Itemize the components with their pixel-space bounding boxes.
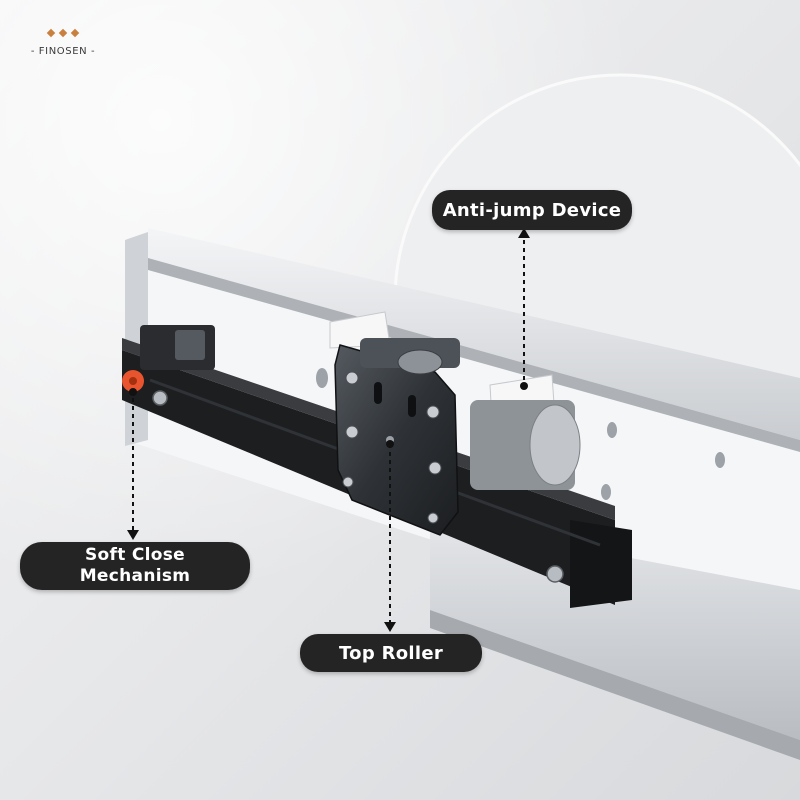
plate-bolt [345, 371, 359, 385]
rail-top-lip [148, 228, 800, 440]
soft-close-damper-core [129, 377, 137, 385]
rail-top-lip-edge [148, 258, 800, 452]
rail-hole [601, 484, 611, 500]
plate-slot [408, 395, 416, 417]
soft-close-spring [175, 330, 205, 360]
track-screw [152, 390, 168, 406]
diamond-icon [58, 28, 68, 38]
plate-bolt [345, 425, 359, 439]
pointer-top-roller [384, 440, 396, 632]
plate-bolt [427, 512, 439, 524]
top-roller-label: Top Roller [300, 634, 482, 672]
brand-diamonds [22, 28, 104, 38]
pointer-anti-jump [518, 228, 530, 390]
soft-close-mechanism-label: Soft Close Mechanism [20, 542, 250, 590]
rail-lower-edge [430, 610, 800, 760]
top-roller-plate [334, 344, 459, 536]
rail-hole [316, 368, 328, 388]
rail-hole [607, 422, 617, 438]
soft-close-label-line1: Soft Close [85, 545, 185, 565]
rail-lower-body [430, 520, 800, 740]
rail-hole [715, 452, 725, 468]
anti-jump-wheel [529, 404, 581, 486]
plate-slot [374, 382, 382, 404]
plate-bolt [342, 476, 354, 488]
track-screw [546, 565, 564, 583]
diamond-icon [46, 28, 56, 38]
carriage-end-block [570, 520, 632, 608]
pointer-soft-close [127, 388, 139, 540]
plate-bolt [428, 461, 442, 475]
brand-name: - FINOSEN - [30, 46, 96, 57]
top-roller-wheel [397, 349, 443, 375]
brand-logo: - FINOSEN - [22, 28, 104, 57]
diamond-icon [70, 28, 80, 38]
soft-close-label-line2: Mechanism [79, 566, 191, 586]
anti-jump-device-label: Anti-jump Device [432, 190, 632, 230]
plate-bolt [426, 405, 440, 419]
